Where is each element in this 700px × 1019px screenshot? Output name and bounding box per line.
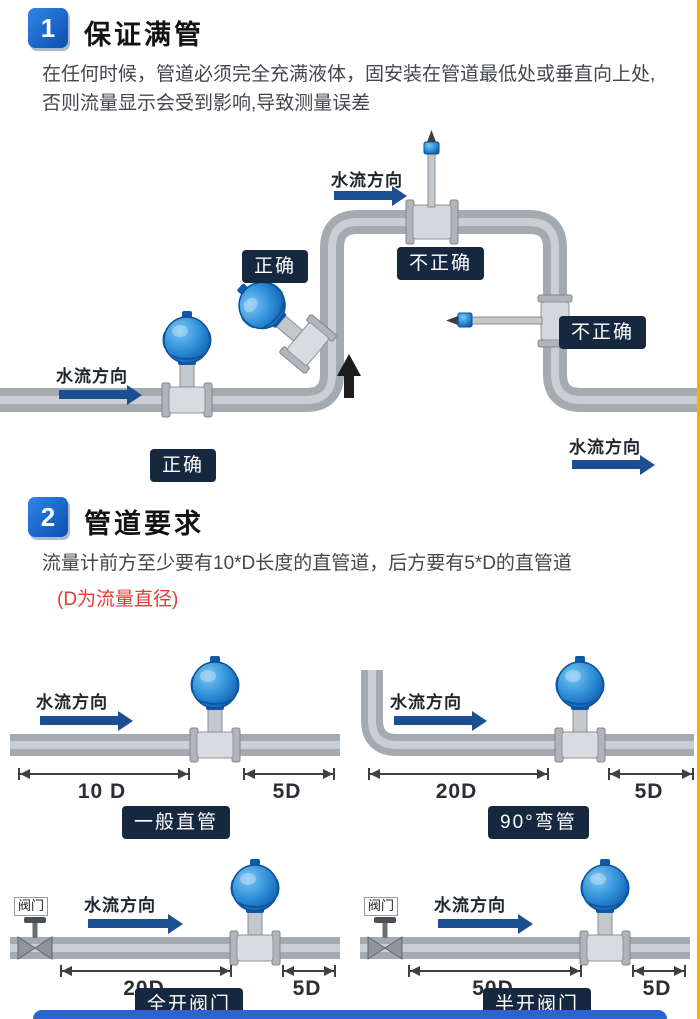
straight-pipe-diagram bbox=[10, 655, 340, 763]
flow-arrow-left-icon bbox=[59, 390, 127, 399]
dimension-label-downstream: 5D bbox=[292, 977, 322, 1000]
valve-pipe-diagram bbox=[360, 858, 690, 966]
flow-meter-correct-icon bbox=[161, 310, 213, 418]
insertion-probe-side-icon bbox=[446, 294, 573, 348]
panel-caption-badge: 一般直管 bbox=[122, 806, 231, 839]
panel-90-bend: 水流方向 20D 5D 90°弯管 bbox=[350, 630, 700, 842]
dimension-label-downstream: 5D bbox=[272, 780, 302, 803]
flow-direction-label: 水流方向 bbox=[84, 896, 156, 915]
flow-arrow-icon bbox=[40, 716, 118, 725]
valve-label: 阀门 bbox=[364, 897, 399, 916]
dimension-line-upstream bbox=[408, 965, 582, 977]
dimension-label-downstream: 5D bbox=[634, 780, 664, 803]
panel-caption-badge: 全开阀门 bbox=[135, 988, 244, 1019]
dimension-line-downstream bbox=[282, 965, 336, 977]
flow-meter-icon bbox=[579, 858, 631, 966]
flow-meter-icon bbox=[554, 655, 606, 763]
section-2-description: 流量计前方至少要有10*D长度的直管道，后方要有5*D的直管道 bbox=[42, 553, 572, 574]
flow-direction-label: 水流方向 bbox=[434, 896, 506, 915]
valve-label: 阀门 bbox=[14, 897, 49, 916]
dimension-label-upstream: 10 D bbox=[77, 780, 127, 803]
panel-half-open-valve: 阀门 水流方向 50D 5D 半开阀门 bbox=[350, 845, 700, 1019]
flow-meter-icon bbox=[229, 858, 281, 966]
diameter-note: (D为流量直径) bbox=[57, 589, 179, 610]
flow-arrow-top-icon bbox=[334, 191, 392, 200]
dimension-label-downstream: 5D bbox=[642, 977, 672, 1000]
next-section-bar bbox=[33, 1010, 667, 1019]
dimension-label-upstream: 20D bbox=[435, 780, 478, 803]
valve-pipe-diagram bbox=[10, 858, 340, 966]
section-2-title: 管道要求 bbox=[84, 509, 204, 539]
flow-arrow-icon bbox=[394, 716, 472, 725]
flow-direction-label-left: 水流方向 bbox=[56, 367, 128, 386]
bend-pipe-diagram bbox=[361, 655, 694, 763]
up-arrow-icon bbox=[337, 354, 361, 398]
panel-open-valve: 阀门 水流方向 20D 5D 全开阀门 bbox=[0, 845, 350, 1019]
flow-direction-label: 水流方向 bbox=[390, 693, 462, 712]
section-2-number: 2 bbox=[28, 497, 68, 537]
dimension-line-downstream bbox=[243, 768, 335, 780]
dimension-line-upstream bbox=[368, 768, 549, 780]
dimension-line-downstream bbox=[632, 965, 686, 977]
panel-straight-pipe: 水流方向 10 D 5D 一般直管 bbox=[0, 630, 350, 842]
dimension-line-downstream bbox=[608, 768, 694, 780]
flow-direction-label-right: 水流方向 bbox=[569, 438, 641, 457]
insertion-probe-top-icon bbox=[405, 130, 459, 245]
flow-arrow-right-icon bbox=[572, 460, 640, 469]
flow-meter-icon bbox=[189, 655, 241, 763]
incorrect-badge-side: 不正确 bbox=[559, 316, 647, 349]
section-1-title: 保证满管 bbox=[84, 20, 204, 50]
section-1-number: 1 bbox=[28, 8, 68, 48]
section-1-description: 在任何时候，管道必须完全充满液体，固安装在管道最低处或垂直向上处,否则流量显示会… bbox=[42, 64, 656, 115]
dimension-line-upstream bbox=[18, 768, 190, 780]
dimension-line-upstream bbox=[60, 965, 232, 977]
flow-direction-label: 水流方向 bbox=[36, 693, 108, 712]
panel-caption-badge: 90°弯管 bbox=[488, 806, 589, 839]
flow-arrow-icon bbox=[438, 919, 518, 928]
flow-direction-label-top: 水流方向 bbox=[331, 171, 403, 190]
correct-badge-tilted: 正确 bbox=[242, 250, 309, 283]
incorrect-badge-top: 不正确 bbox=[397, 247, 485, 280]
flow-arrow-icon bbox=[88, 919, 168, 928]
page-right-accent bbox=[697, 0, 700, 1019]
correct-badge-bottom: 正确 bbox=[150, 449, 217, 482]
